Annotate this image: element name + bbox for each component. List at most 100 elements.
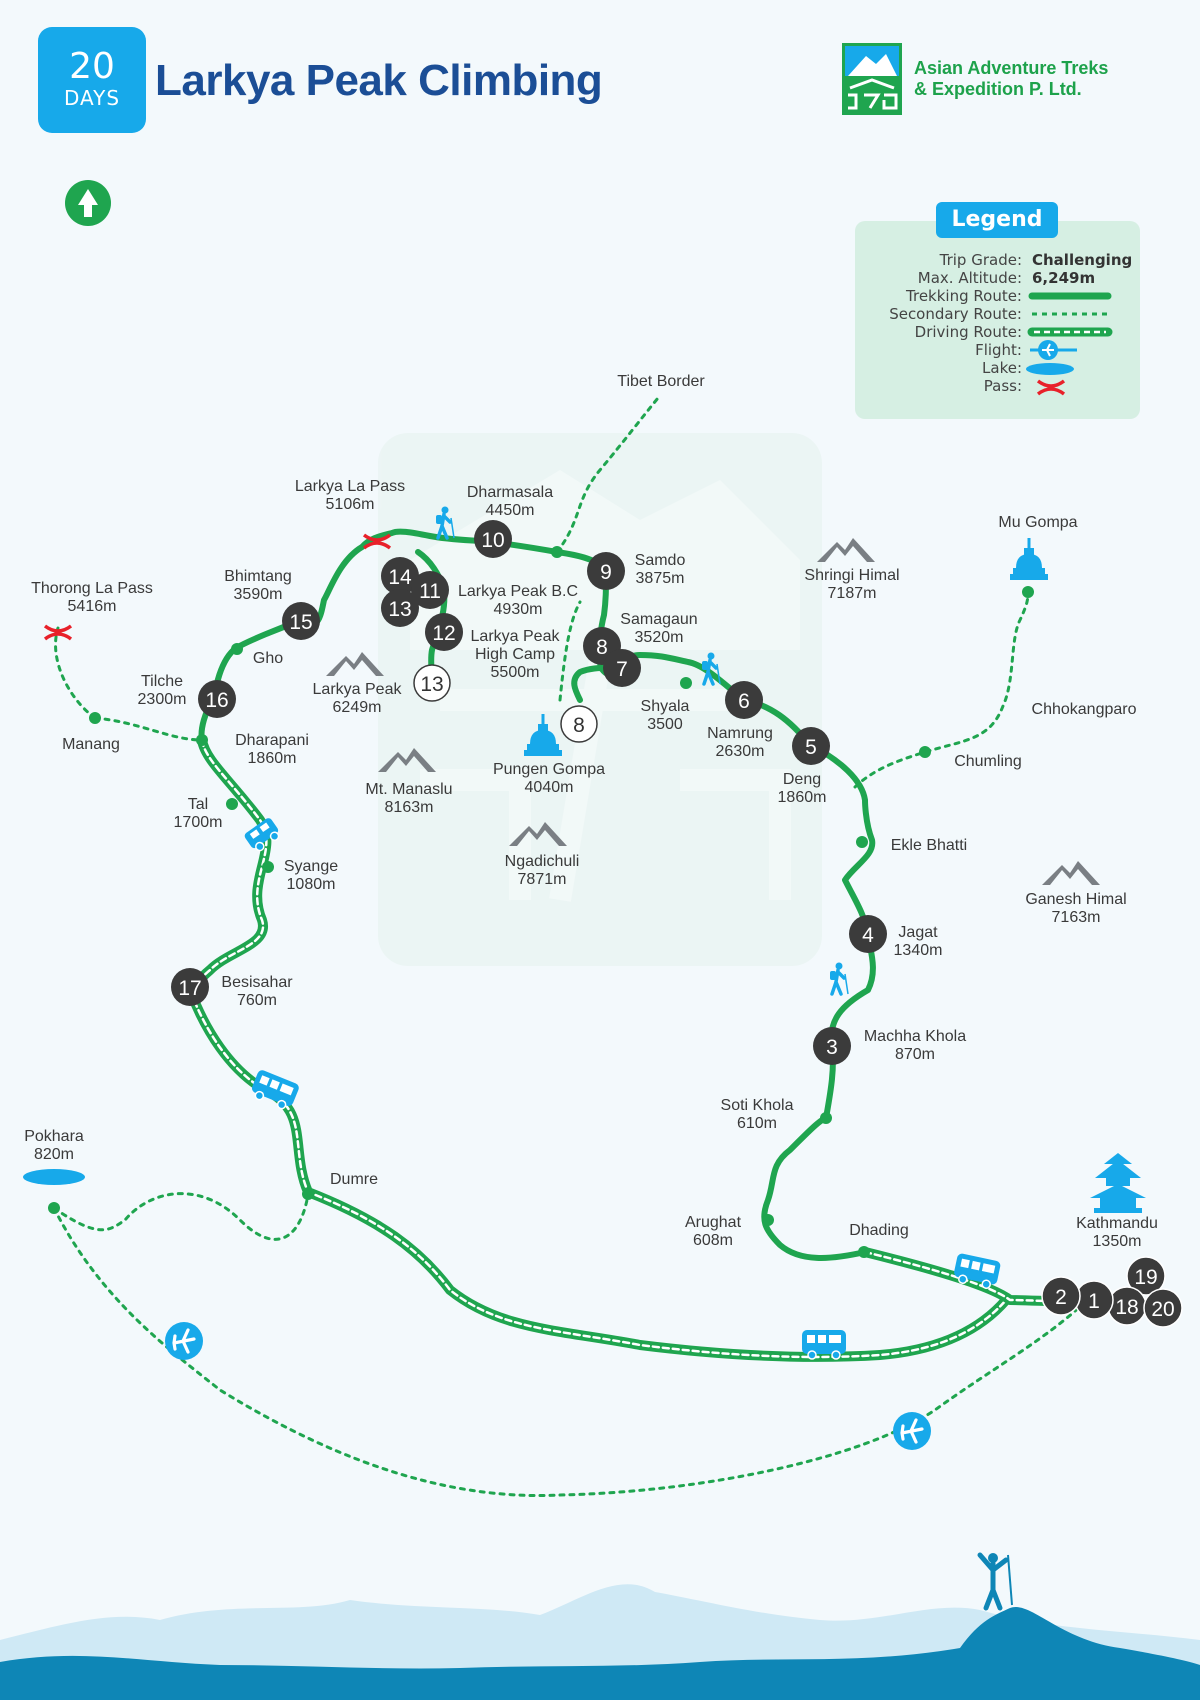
svg-text:1340m: 1340m xyxy=(894,942,943,959)
legend-label-secondary: Secondary Route: xyxy=(889,305,1022,323)
stop-day-9: 9 xyxy=(587,552,625,590)
svg-text:870m: 870m xyxy=(895,1046,935,1063)
stop-day-8-pungen: 8 xyxy=(560,705,598,743)
svg-text:4: 4 xyxy=(862,924,874,947)
svg-text:Tilche: Tilche xyxy=(141,673,183,690)
svg-text:12: 12 xyxy=(432,622,455,645)
svg-text:820m: 820m xyxy=(34,1146,74,1163)
mu-gompa-label: Mu Gompa xyxy=(998,514,1077,531)
svg-text:Larkya Peak: Larkya Peak xyxy=(313,681,403,698)
hiker-icon-jagat xyxy=(828,960,850,996)
svg-text:Larkya Peak: Larkya Peak xyxy=(471,628,561,645)
svg-text:760m: 760m xyxy=(237,992,277,1009)
stop-day-20: 20 xyxy=(1143,1288,1183,1328)
days-badge: 20 DAYS xyxy=(38,27,146,133)
svg-text:4450m: 4450m xyxy=(486,502,535,519)
svg-text:18: 18 xyxy=(1115,1296,1138,1319)
legend-panel xyxy=(855,221,1140,419)
stop-day-15: 15 xyxy=(282,602,320,640)
stop-day-10: 10 xyxy=(474,520,512,558)
svg-text:1860m: 1860m xyxy=(248,750,297,767)
svg-text:Tal: Tal xyxy=(188,796,208,813)
svg-text:Syange: Syange xyxy=(284,858,338,875)
svg-text:Shringi Himal: Shringi Himal xyxy=(804,567,899,584)
stop-day-5: 5 xyxy=(792,727,830,765)
svg-text:3520m: 3520m xyxy=(635,629,684,646)
svg-text:Shyala: Shyala xyxy=(641,698,690,715)
svg-text:19: 19 xyxy=(1134,1266,1157,1289)
legend-label-lake: Lake: xyxy=(982,359,1022,377)
stop-day-3: 3 xyxy=(813,1027,851,1065)
company-logo-icon xyxy=(842,43,902,115)
svg-text:2: 2 xyxy=(1055,1286,1067,1309)
svg-text:8163m: 8163m xyxy=(385,799,434,816)
svg-text:Ngadichuli: Ngadichuli xyxy=(505,853,580,870)
svg-text:6249m: 6249m xyxy=(333,699,382,716)
company-line-1: Asian Adventure Treks xyxy=(914,58,1109,78)
svg-text:1350m: 1350m xyxy=(1093,1233,1142,1250)
secondary-routes xyxy=(52,396,1087,1497)
tibet-border-label: Tibet Border xyxy=(617,373,705,390)
manang-label: Manang xyxy=(62,736,120,753)
svg-text:Bhimtang: Bhimtang xyxy=(224,568,292,585)
mu-gompa-stupa-icon xyxy=(1008,536,1050,582)
mountain-silhouette-footer xyxy=(0,1552,1200,1700)
stop-day-12: 12 xyxy=(425,613,463,651)
legend-value-grade: Challenging xyxy=(1032,251,1133,269)
jeep-icon xyxy=(244,818,280,852)
svg-text:8: 8 xyxy=(596,636,608,659)
days-unit: DAYS xyxy=(63,86,121,110)
svg-text:5106m: 5106m xyxy=(326,496,375,513)
stop-day-17: 17 xyxy=(171,968,209,1006)
svg-text:Jagat: Jagat xyxy=(898,924,938,941)
chhokangparo-label: Chhokangparo xyxy=(1032,701,1137,718)
svg-text:2300m: 2300m xyxy=(138,691,187,708)
svg-text:5: 5 xyxy=(805,736,817,759)
svg-text:Soti Khola: Soti Khola xyxy=(721,1097,794,1114)
legend-label-driving: Driving Route: xyxy=(914,323,1022,341)
dumre-label: Dumre xyxy=(330,1171,378,1188)
legend-label-pass: Pass: xyxy=(983,377,1022,395)
svg-text:9: 9 xyxy=(600,561,612,584)
svg-text:7871m: 7871m xyxy=(518,871,567,888)
svg-text:1700m: 1700m xyxy=(174,814,223,831)
stop-day-1: 1 xyxy=(1074,1280,1114,1320)
north-arrow-icon xyxy=(65,180,111,226)
route-waypoints xyxy=(48,546,1034,1258)
svg-text:7187m: 7187m xyxy=(828,585,877,602)
svg-text:1860m: 1860m xyxy=(778,789,827,806)
svg-text:Larkya Peak B.C: Larkya Peak B.C xyxy=(458,583,578,600)
svg-text:13: 13 xyxy=(420,673,443,696)
watermark-logo-icon xyxy=(378,433,822,966)
svg-text:14: 14 xyxy=(388,566,412,589)
svg-text:Besisahar: Besisahar xyxy=(221,974,293,991)
days-number: 20 xyxy=(69,46,115,87)
svg-text:20: 20 xyxy=(1151,1298,1174,1321)
legend-label-altitude: Max. Altitude: xyxy=(917,269,1022,287)
company-line-2: & Expedition P. Ltd. xyxy=(914,79,1082,99)
svg-text:Dharapani: Dharapani xyxy=(235,732,309,749)
svg-text:3: 3 xyxy=(826,1036,838,1059)
svg-text:Dharmasala: Dharmasala xyxy=(467,484,553,501)
svg-text:17: 17 xyxy=(178,977,201,1000)
svg-text:6: 6 xyxy=(738,690,750,713)
svg-text:1080m: 1080m xyxy=(287,876,336,893)
